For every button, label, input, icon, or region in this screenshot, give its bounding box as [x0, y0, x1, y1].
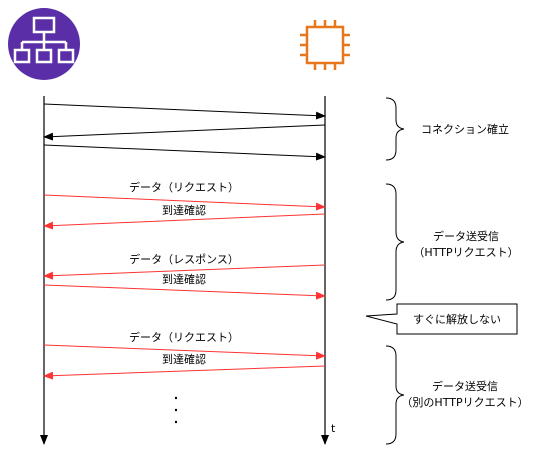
- ack-label-1: 到達確認: [162, 203, 206, 217]
- server-time-label: t: [331, 422, 336, 435]
- connection-label: コネクション確立: [421, 122, 509, 136]
- network-hierarchy-icon: [8, 8, 80, 80]
- chip-icon: [300, 20, 350, 70]
- ack-label-2: 到達確認: [162, 272, 206, 286]
- transfer-label-2-line2: （別のHTTPリクエスト）: [401, 396, 528, 409]
- transfer-label-1-line2: （HTTPリクエスト）: [413, 246, 518, 259]
- transfer-brace-1: [385, 183, 405, 301]
- ack-arrow-1: [43, 213, 326, 230]
- request-label-1: データ（リクエスト）: [129, 180, 239, 194]
- response-label: データ（レスポンス）: [129, 252, 239, 266]
- syn-arrow: [43, 103, 326, 120]
- ack-arrow-2: [43, 284, 326, 300]
- request-label-2: データ（リクエスト）: [129, 330, 239, 344]
- transfer-brace-2: [385, 345, 405, 445]
- request-arrow-2: [43, 344, 326, 360]
- ack-arrow: [43, 144, 326, 161]
- transfer-label-2-line1: データ送受信: [432, 379, 498, 393]
- syn-ack-arrow: [43, 124, 326, 141]
- ack-label-3: 到達確認: [162, 352, 206, 366]
- callout-bubble: [365, 303, 518, 335]
- transfer-label-1-line1: データ送受信: [433, 229, 499, 243]
- continuation-ellipsis: [174, 396, 178, 424]
- callout-text: すぐに解放しない: [413, 312, 501, 326]
- connection-brace: [385, 97, 405, 161]
- ack-arrow-3: [43, 365, 326, 380]
- request-arrow-1: [43, 194, 326, 211]
- response-arrow: [43, 264, 326, 280]
